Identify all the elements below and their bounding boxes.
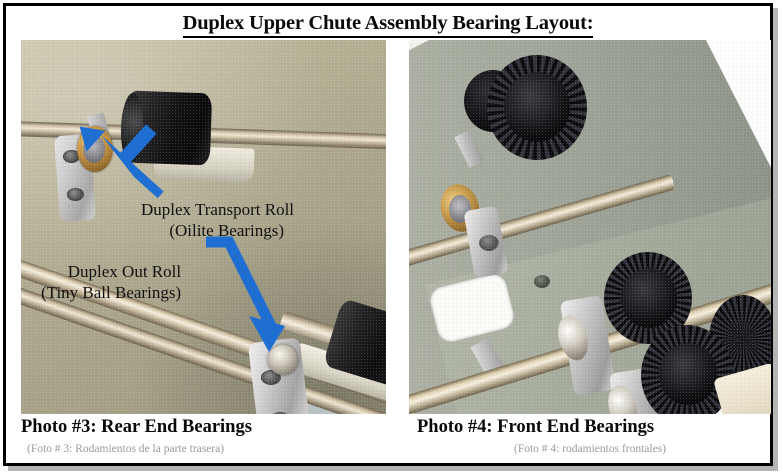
annotation-line-1: Duplex Transport Roll (141, 200, 295, 219)
slide-page: Duplex Upper Chute Assembly Bearing Layo… (3, 3, 773, 466)
bracket-hole-1 (63, 150, 80, 163)
annotation-line-2: (Oilite Bearings) (169, 220, 285, 240)
annotation-line-2: (Tiny Ball Bearings) (41, 282, 182, 302)
arrow-to-oilite-bearing (79, 124, 164, 199)
caption-photo-4: Photo #4: Front End Bearings (Foto # 4: … (409, 417, 771, 455)
bracket-hole-4 (270, 412, 290, 414)
bracket-hole-3 (261, 370, 281, 385)
photo-front-end-bearings (409, 40, 771, 414)
annotation-arrows-photo3 (79, 124, 285, 352)
bracket-hole-2 (67, 188, 84, 201)
page-title: Duplex Upper Chute Assembly Bearing Layo… (182, 12, 594, 38)
caption-photo-4-title: Photo #4: Front End Bearings (417, 417, 655, 437)
photo-rear-end-bearings: Duplex Transport Roll (Oilite Bearings) … (21, 40, 386, 414)
front-gear-2-hub (621, 268, 677, 328)
front-upper-bracket-hole (479, 235, 499, 251)
annotation-line-1: Duplex Out Roll (67, 262, 182, 281)
caption-photo-3-translation: (Foto # 3: Rodamientos de la parte trase… (27, 443, 225, 455)
caption-photo-4-translation: (Foto # 4: rodamientos frontales) (513, 443, 667, 455)
caption-photo-3: Photo #3: Rear End Bearings (Foto # 3: R… (21, 417, 252, 455)
page-title-container: Duplex Upper Chute Assembly Bearing Layo… (6, 12, 770, 38)
front-gear-1-face (504, 72, 570, 142)
tiny-ball-bearing (268, 345, 298, 375)
frame-screw-hole (534, 275, 550, 288)
annotation-duplex-transport-roll: Duplex Transport Roll (Oilite Bearings) (141, 200, 294, 241)
arrow-to-ball-bearing (206, 236, 285, 352)
annotation-duplex-out-roll: Duplex Out Roll (Tiny Ball Bearings) (41, 262, 181, 303)
front-gear-3-hub (659, 343, 717, 405)
caption-photo-3-title: Photo #3: Rear End Bearings (21, 417, 252, 437)
